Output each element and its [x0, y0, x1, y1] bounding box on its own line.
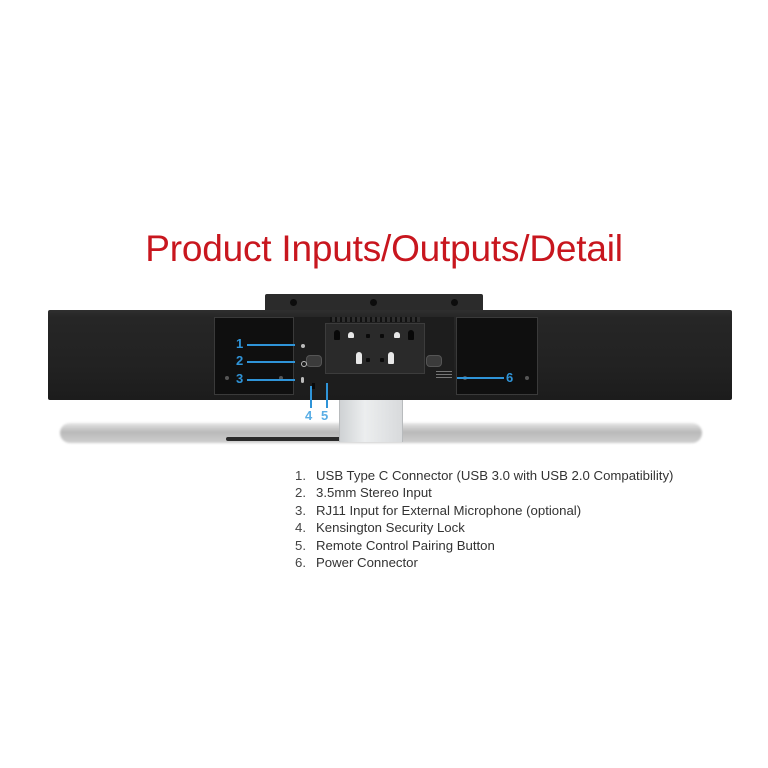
spec-item: 3.RJ11 Input for External Microphone (op…	[295, 502, 582, 518]
mount-hole	[366, 334, 370, 338]
left-rear-bay	[214, 317, 294, 395]
vesa-mount-plate	[325, 323, 425, 374]
spec-label: 3.5mm Stereo Input	[316, 485, 432, 501]
keyhole-icon	[408, 330, 414, 340]
camera-housing	[265, 294, 483, 311]
spec-item: 5.Remote Control Pairing Button	[295, 537, 495, 553]
usb-c-port-icon	[301, 344, 305, 348]
mount-hole	[380, 334, 384, 338]
spec-label: Power Connector	[316, 555, 418, 571]
spec-label: USB Type C Connector (USB 3.0 with USB 2…	[316, 468, 674, 483]
screw-icon	[451, 299, 458, 306]
spec-item: 2.3.5mm Stereo Input	[295, 485, 432, 501]
callout-line-5	[326, 383, 328, 408]
screw-icon	[525, 376, 529, 380]
kensington-lock-slot	[312, 383, 315, 389]
cable-clip	[426, 355, 442, 367]
mount-slot	[356, 352, 362, 364]
audio-jack-icon	[301, 361, 307, 367]
vent-grille	[330, 317, 420, 322]
callout-2: 2	[236, 353, 244, 368]
callout-4: 4	[305, 408, 313, 423]
power-label	[436, 371, 452, 378]
spec-label: RJ11 Input for External Microphone (opti…	[316, 502, 582, 518]
mount-hole	[380, 358, 384, 362]
screw-icon	[370, 299, 377, 306]
callout-line-1	[247, 344, 295, 346]
stand-base-edge	[226, 437, 396, 441]
screw-icon	[290, 299, 297, 306]
keyhole-icon	[334, 330, 340, 340]
right-rear-bay	[456, 317, 538, 395]
mount-slot	[394, 332, 400, 338]
page-title: Product Inputs/Outputs/Detail	[145, 228, 623, 269]
microphone-port-icon	[301, 377, 304, 383]
mount-hole	[366, 358, 370, 362]
callout-line-3	[247, 379, 295, 381]
callout-line-6	[457, 377, 504, 379]
spec-item: 4.Kensington Security Lock	[295, 520, 465, 536]
screw-icon	[225, 376, 229, 380]
cable-clip	[306, 355, 322, 367]
mount-slot	[388, 352, 394, 364]
screw-icon	[279, 376, 283, 380]
spec-label: Kensington Security Lock	[316, 520, 465, 536]
callout-line-4	[310, 386, 312, 408]
callout-1: 1	[236, 336, 244, 351]
spec-item: 1.USB Type C Connector (USB 3.0 with USB…	[295, 468, 674, 483]
spec-label: Remote Control Pairing Button	[316, 537, 495, 553]
mount-slot	[348, 332, 354, 338]
callout-6: 6	[506, 370, 514, 385]
callout-3: 3	[236, 371, 244, 386]
callout-5: 5	[321, 408, 329, 423]
spec-item: 6.Power Connector	[295, 555, 418, 571]
callout-line-2	[247, 361, 295, 363]
spec-list: 1.USB Type C Connector (USB 3.0 with USB…	[295, 467, 673, 571]
